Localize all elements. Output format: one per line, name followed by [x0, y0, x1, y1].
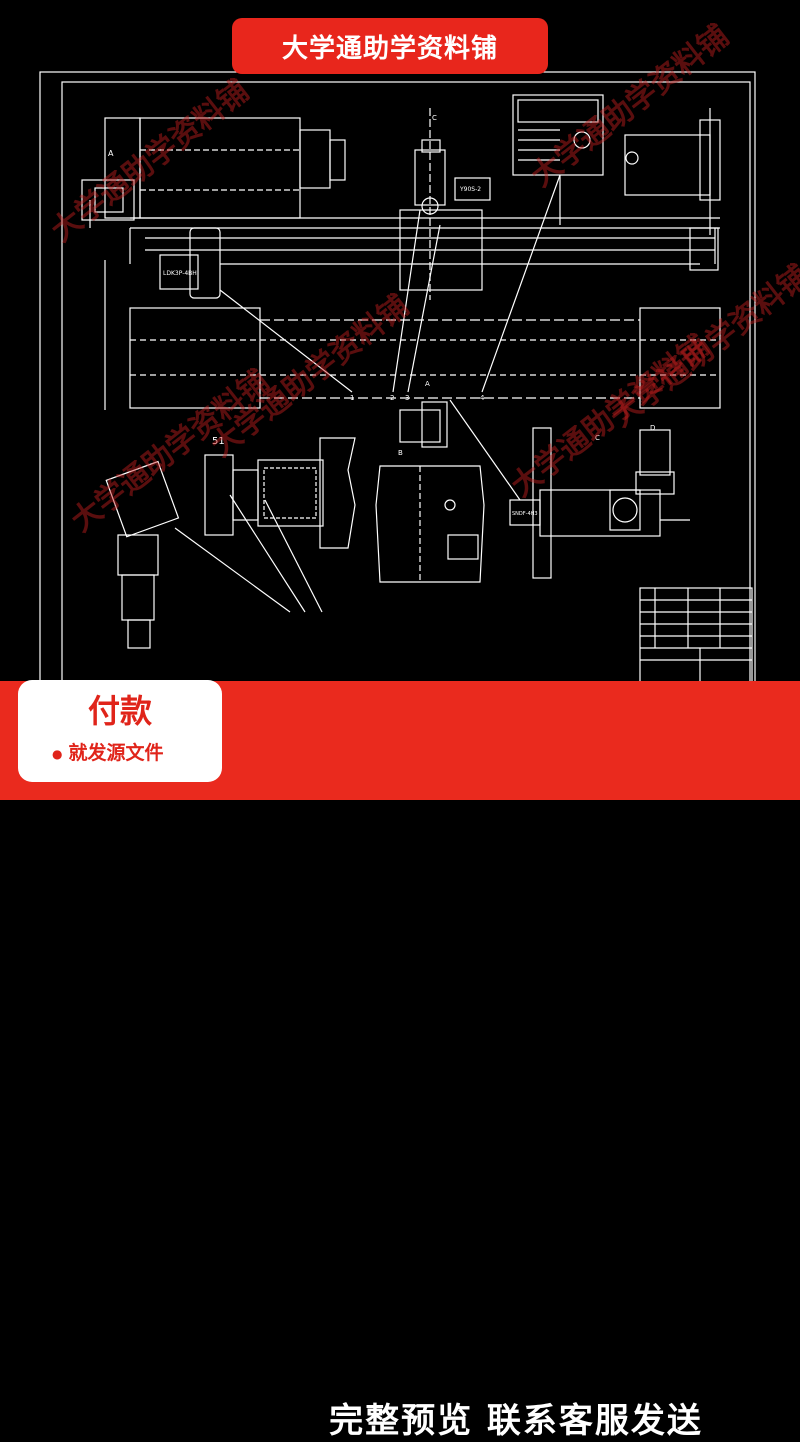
cnc-control-panel	[512, 94, 604, 225]
svg-text:C: C	[432, 114, 437, 122]
chuck-assembly: LDK3P-4BH	[159, 227, 221, 299]
svg-text:A: A	[108, 149, 114, 158]
payment-subtitle: ● 就发源文件	[52, 738, 164, 765]
lathe-bed	[129, 217, 720, 265]
leader-lines	[219, 174, 561, 393]
footer-text: 完整预览 联系客服发送	[329, 1401, 703, 1441]
payment-card[interactable]: 付款 ● 就发源文件	[18, 680, 222, 782]
section-view-b	[375, 401, 485, 583]
base-cabinet	[129, 307, 721, 409]
part-number: 2	[390, 394, 394, 402]
section-view-right: SNDF-4H3	[449, 399, 690, 579]
store-banner: 大学通助学资料铺	[232, 18, 548, 74]
tailstock	[624, 108, 721, 271]
view-label-c: C	[595, 434, 600, 442]
slide-label: SNDF-4H3	[512, 511, 538, 517]
motor-label: Y90S-2	[459, 186, 481, 193]
part-numbers: 1 2 3 4	[350, 394, 485, 402]
view-label-d: D	[650, 424, 655, 432]
part-number: 3	[405, 394, 409, 402]
carriage: Y90S-2 C	[399, 108, 491, 300]
view-label-a: A	[425, 380, 430, 388]
cnc-model-label: LDK3P-4BH	[163, 270, 197, 277]
part-number: 4	[480, 394, 485, 402]
left-detail-view	[81, 179, 135, 228]
view-label-b: B	[398, 449, 403, 457]
cad-drawing: A LDK3P-4BH	[39, 71, 756, 685]
section-view-left	[105, 437, 356, 649]
bullet-icon: ●	[52, 746, 63, 761]
title-block	[639, 587, 753, 684]
payment-title: 付款	[87, 692, 152, 730]
store-name: 大学通助学资料铺	[281, 33, 498, 64]
section-label: 51	[212, 436, 225, 447]
cad-drawing-preview: A LDK3P-4BH	[39, 19, 800, 685]
payment-subtitle-text: 就发源文件	[68, 742, 164, 764]
part-number: 1	[350, 394, 354, 402]
